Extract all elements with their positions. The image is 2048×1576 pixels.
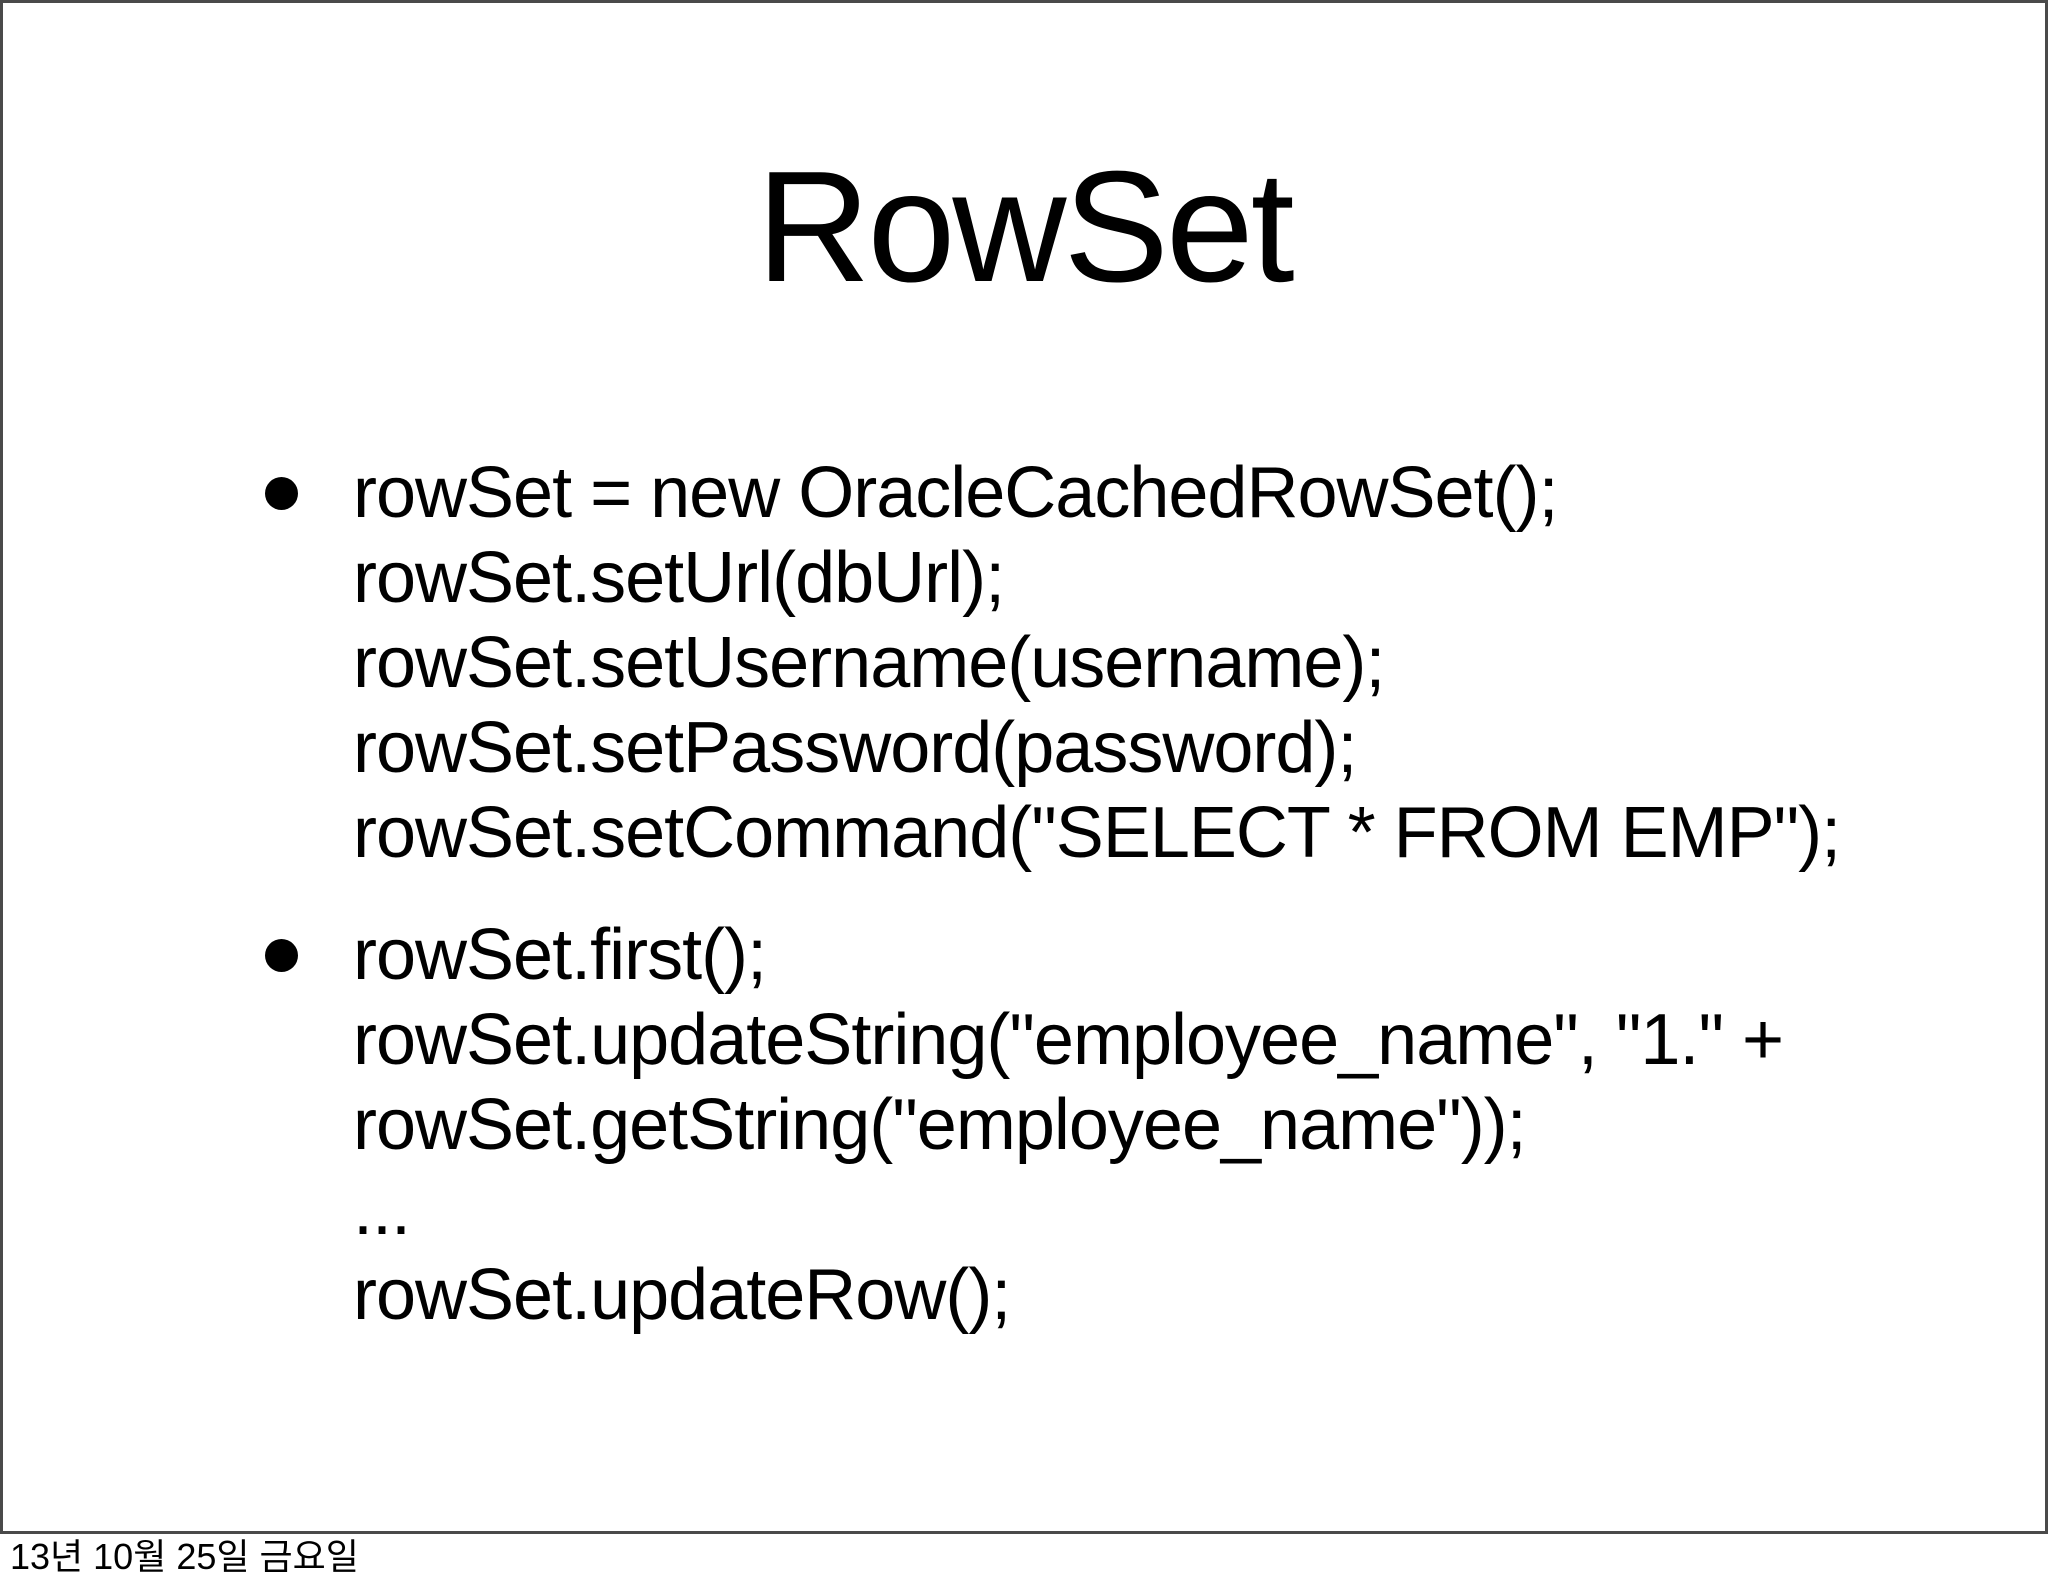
code-line: rowSet.getString("employee_name")); — [353, 1085, 1527, 1165]
code-line: rowSet.updateString("employee_name", "1.… — [353, 1000, 1784, 1080]
code-line: ... — [353, 1170, 411, 1250]
slide-canvas: RowSet rowSet = new OracleCachedRowSet()… — [0, 0, 2048, 1534]
code-line: rowSet.setCommand("SELECT * FROM EMP"); — [353, 793, 1841, 873]
code-line: rowSet.setUsername(username); — [353, 623, 1385, 703]
code-line: rowSet.setPassword(password); — [353, 708, 1357, 788]
code-text-block-1: rowSet = new OracleCachedRowSet(); rowSe… — [353, 451, 1841, 876]
code-text-block-2: rowSet.first(); rowSet.updateString("emp… — [353, 913, 1784, 1338]
slide-date-footer: 13년 10월 25일 금요일 — [10, 1536, 359, 1576]
bullet-item-2: rowSet.first(); rowSet.updateString("emp… — [265, 913, 1784, 1338]
code-line: rowSet.updateRow(); — [353, 1255, 1011, 1335]
bullet-item-1: rowSet = new OracleCachedRowSet(); rowSe… — [265, 451, 1841, 876]
bullet-dot-icon — [265, 939, 298, 972]
code-line: rowSet = new OracleCachedRowSet(); — [353, 453, 1559, 533]
code-line: rowSet.first(); — [353, 915, 767, 995]
code-line: rowSet.setUrl(dbUrl); — [353, 538, 1005, 618]
slide-title: RowSet — [756, 139, 1294, 315]
bullet-dot-icon — [265, 477, 298, 510]
